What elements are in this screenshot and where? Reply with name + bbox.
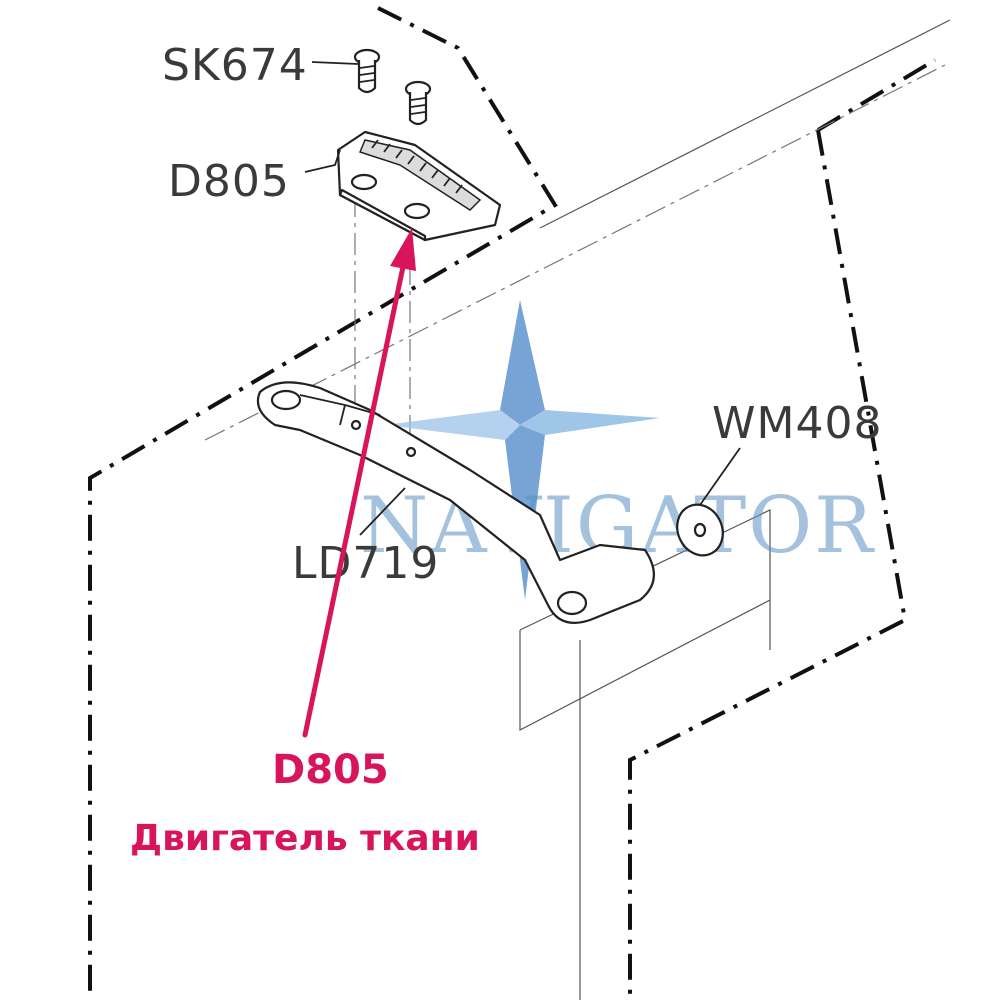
callout-arrow	[302, 228, 416, 738]
callout-description: Двигатель ткани	[130, 818, 480, 859]
feed-bar-ld719	[256, 381, 655, 624]
leader-lines	[304, 61, 741, 536]
feed-dog-d805	[336, 130, 502, 242]
screw-sk674	[353, 48, 381, 94]
label-sk674: SK674	[162, 40, 308, 91]
construction-lines	[204, 19, 951, 1000]
washer-wm408	[676, 503, 724, 557]
machine-outline	[88, 6, 937, 1000]
callout-code: D805	[272, 747, 389, 793]
label-d805: D805	[168, 156, 290, 207]
label-wm408: WM408	[712, 398, 882, 449]
label-ld719: LD719	[292, 538, 439, 589]
screw-second	[404, 80, 432, 126]
